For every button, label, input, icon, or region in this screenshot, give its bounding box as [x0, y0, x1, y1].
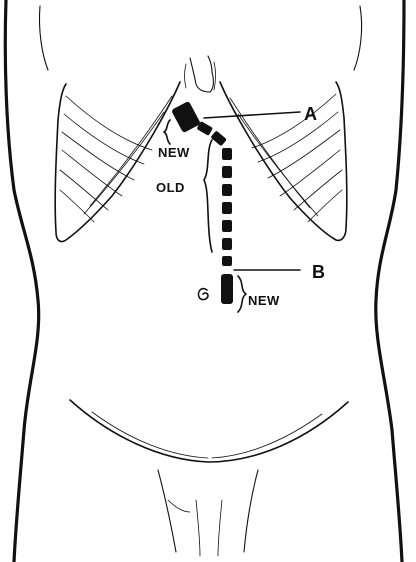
- brace-new-upper: [164, 120, 170, 144]
- label-old: OLD: [156, 180, 185, 195]
- torso-right-side: [376, 0, 404, 562]
- label-a: A: [304, 104, 317, 124]
- leader-line-a: [204, 112, 300, 118]
- xiphoid-process: [185, 56, 216, 92]
- incision-old-dashed: [196, 121, 232, 266]
- right-costal-margin: [220, 82, 347, 240]
- abdominal-fold: [70, 400, 348, 462]
- incision-new-upper: [171, 101, 201, 133]
- incision-new-lower: [221, 274, 233, 304]
- torso-left-side: [5, 0, 38, 562]
- left-shoulder-contour: [39, 6, 48, 70]
- label-new-upper: NEW: [158, 145, 190, 160]
- label-b: B: [312, 262, 325, 282]
- brace-new-lower: [238, 276, 246, 312]
- label-new-lower: NEW: [248, 293, 280, 308]
- brace-old: [204, 140, 212, 252]
- umbilicus: [198, 289, 208, 300]
- left-costal-margin: [55, 82, 180, 242]
- right-shoulder-contour: [354, 6, 362, 70]
- pubic-region: [158, 470, 176, 552]
- lower-abdomen: [70, 400, 348, 556]
